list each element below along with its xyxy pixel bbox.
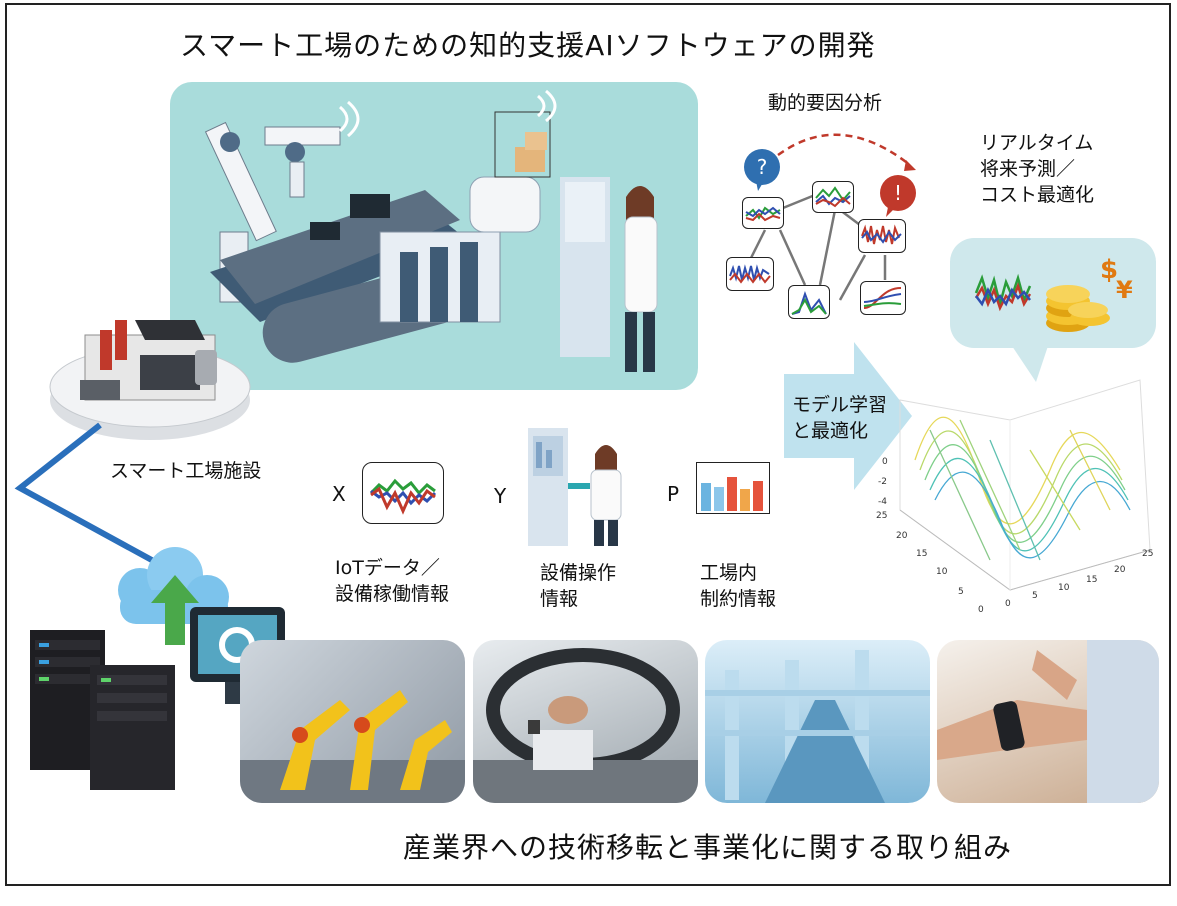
question-mark: ? bbox=[757, 155, 768, 179]
bubble-tail bbox=[1012, 346, 1048, 382]
model-line-2: と最適化 bbox=[792, 420, 869, 442]
mini-chart-4 bbox=[726, 257, 774, 291]
input-x-line-1: IoTデータ／ bbox=[335, 557, 440, 579]
surface-plot: 0 -2 -4 25 20 15 10 5 0 0 5 10 15 20 25 bbox=[860, 360, 1160, 620]
input-p-bar-chart bbox=[696, 462, 770, 514]
server-rack-icon bbox=[30, 630, 175, 790]
x-tick-25: 25 bbox=[1142, 549, 1153, 559]
dollar-sign: $ bbox=[1100, 255, 1118, 285]
input-x-chart bbox=[362, 462, 444, 524]
y-tick-20: 20 bbox=[896, 531, 908, 541]
worker-icon bbox=[560, 177, 658, 372]
y-tick-10: 10 bbox=[936, 567, 948, 577]
connection-line bbox=[14, 422, 172, 573]
facility-label: スマート工場施設 bbox=[110, 460, 262, 482]
realtime-line-1: リアルタイム bbox=[980, 132, 1094, 154]
mini-chart-1 bbox=[742, 197, 784, 229]
factory-scene-panel bbox=[170, 82, 698, 390]
conveyor-icon bbox=[210, 190, 501, 363]
input-y-letter: Y bbox=[494, 484, 507, 508]
realtime-line-3: コスト最適化 bbox=[980, 184, 1095, 206]
input-y-line-2: 情報 bbox=[540, 588, 579, 610]
x-tick-10: 10 bbox=[1058, 583, 1070, 593]
photo-wearable bbox=[937, 640, 1159, 803]
model-line-1: モデル学習 bbox=[792, 394, 888, 416]
y-tick-5: 5 bbox=[958, 587, 964, 597]
x-tick-15: 15 bbox=[1086, 575, 1097, 585]
realtime-line-2: 将来予測／ bbox=[980, 158, 1076, 180]
yen-sign: ¥ bbox=[1116, 276, 1133, 304]
y-tick-25: 25 bbox=[876, 511, 887, 521]
input-p-line-1: 工場内 bbox=[700, 562, 758, 584]
dynamic-analysis-label: 動的要因分析 bbox=[768, 92, 883, 114]
model-label: モデル学習 と最適化 bbox=[792, 392, 887, 444]
photo-production-line bbox=[705, 640, 930, 803]
mini-chart-3 bbox=[858, 219, 906, 253]
y-tick-15: 15 bbox=[916, 549, 927, 559]
realtime-label: リアルタイム 将来予測／ コスト最適化 bbox=[980, 130, 1094, 208]
input-p-label: 工場内 制約情報 bbox=[700, 560, 776, 612]
photo-driving bbox=[473, 640, 698, 803]
input-y-line-1: 設備操作 bbox=[540, 562, 617, 584]
input-x-line-2: 設備稼働情報 bbox=[335, 583, 450, 605]
input-p-letter: P bbox=[667, 482, 680, 506]
factory-illustration bbox=[204, 89, 658, 372]
bottom-title: 産業界への技術移転と事業化に関する取り組み bbox=[403, 831, 1013, 864]
x-tick-0: 0 bbox=[1005, 599, 1011, 609]
mini-chart-5 bbox=[788, 285, 830, 319]
operator-icon bbox=[528, 428, 628, 548]
input-x-letter: X bbox=[332, 482, 346, 506]
photo-robot-arms bbox=[240, 640, 465, 803]
agv-cart-icon bbox=[469, 111, 551, 233]
causal-graph: ? ! bbox=[720, 115, 920, 330]
prediction-bubble: $ ¥ bbox=[950, 238, 1156, 348]
factory-facility-icon bbox=[45, 295, 260, 445]
model-arrow bbox=[784, 342, 912, 490]
mini-chart-2 bbox=[812, 181, 854, 213]
exclamation-mark: ! bbox=[894, 181, 902, 205]
x-tick-20: 20 bbox=[1114, 565, 1126, 575]
z-tick-1: -2 bbox=[878, 477, 887, 487]
z-tick-2: -4 bbox=[878, 497, 887, 507]
y-tick-0: 0 bbox=[978, 605, 984, 615]
x-tick-5: 5 bbox=[1032, 591, 1038, 601]
input-p-line-2: 制約情報 bbox=[700, 588, 777, 610]
mini-chart-6 bbox=[860, 281, 906, 315]
coins-icon bbox=[1046, 285, 1110, 332]
input-y-label: 設備操作 情報 bbox=[540, 560, 616, 612]
main-title: スマート工場のための知的支援AIソフトウェアの開発 bbox=[180, 29, 876, 62]
z-tick-0: 0 bbox=[882, 457, 888, 467]
input-x-label: IoTデータ／ 設備稼働情報 bbox=[335, 555, 449, 607]
